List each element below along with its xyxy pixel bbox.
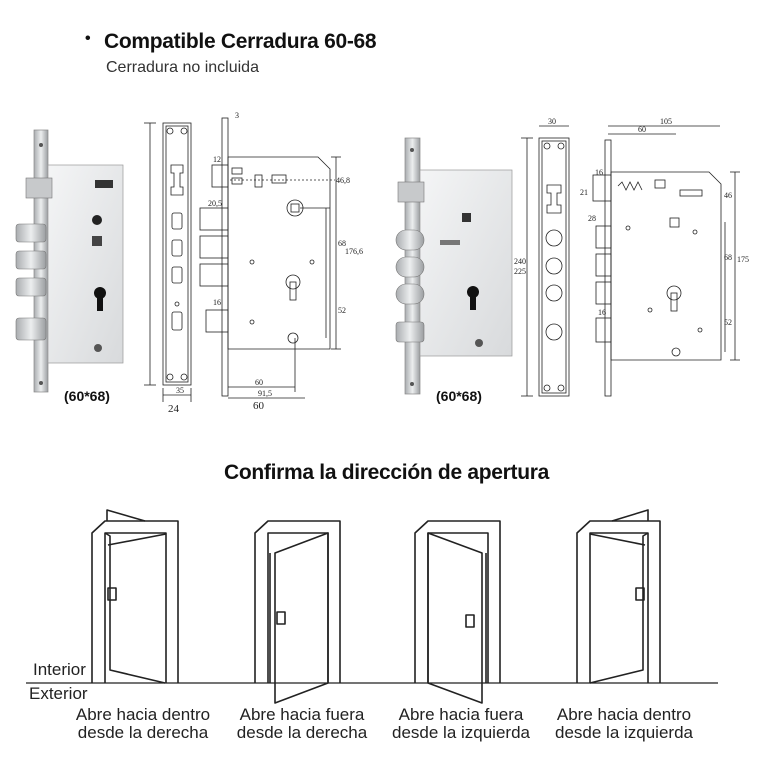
lock-2-body-drawing <box>592 125 740 397</box>
dim-label: 3 <box>235 111 239 120</box>
door-4-caption-line2: desde la izquierda <box>555 723 693 742</box>
interior-label: Interior <box>33 660 86 679</box>
dim-label: 91,5 <box>258 389 272 398</box>
lock-1-model-label: (60*68) <box>64 388 110 404</box>
page-title: Compatible Cerradura 60-68 <box>104 30 377 53</box>
lock-2-model-label: (60*68) <box>436 388 482 404</box>
door-4-caption-line1: Abre hacia dentro <box>556 705 692 724</box>
dim-label: 16 <box>213 298 221 307</box>
page-subtitle: Cerradura no incluida <box>106 59 259 76</box>
door-3-caption-line2: desde la izquierda <box>392 723 530 742</box>
dim-label: 21 <box>580 188 588 197</box>
dim-label: 46 <box>724 191 732 200</box>
dim-label: 20,5 <box>208 199 222 208</box>
door-2-caption-line2: desde la derecha <box>236 723 368 742</box>
dim-label: 52 <box>338 306 346 315</box>
lock-1-faceplate-drawing <box>144 122 192 402</box>
dim-label: 52 <box>724 318 732 327</box>
lock-2-photo <box>395 137 513 395</box>
dim-label: 46,8 <box>336 176 350 185</box>
section-title: Confirma la dirección de apertura <box>223 461 550 484</box>
dim-label: 28 <box>588 214 596 223</box>
dim-label: 12 <box>213 155 221 164</box>
dim-label: 30 <box>548 117 556 126</box>
dim-label: 60 <box>253 400 265 412</box>
door-1-caption-line2: desde la derecha <box>77 723 209 742</box>
dim-label: 60 <box>255 378 263 387</box>
door-3-caption: Abre hacia fuera desde la izquierda <box>371 706 551 742</box>
door-2-caption: Abre hacia fuera desde la derecha <box>212 706 392 742</box>
dim-label: 60 <box>638 125 646 134</box>
door-4-caption: Abre hacia dentro desde la izquierda <box>534 706 714 742</box>
lock-2-dimensions: 30 105 60 21 16 46 28 68 175 52 16 240 2… <box>514 117 749 327</box>
door-2-caption-line1: Abre hacia fuera <box>239 705 365 724</box>
bullet-icon: • <box>85 30 91 47</box>
dim-label: 105 <box>660 117 672 126</box>
door-1-caption-line1: Abre hacia dentro <box>75 705 211 724</box>
lock-1-body-drawing <box>199 117 341 399</box>
door-1-diagram <box>91 509 179 684</box>
door-3-diagram <box>414 520 501 704</box>
dim-label: 176,6 <box>345 247 363 256</box>
dim-label: 225 <box>514 267 526 276</box>
dim-label: 68 <box>724 253 732 262</box>
lock-2-faceplate-drawing <box>521 125 570 397</box>
dim-label: 16 <box>595 168 603 177</box>
door-1-caption: Abre hacia dentro desde la derecha <box>53 706 233 742</box>
door-3-caption-line1: Abre hacia fuera <box>398 705 524 724</box>
dim-label: 240 <box>514 257 526 266</box>
dim-label: 16 <box>598 308 606 317</box>
dim-label: 175 <box>737 255 749 264</box>
door-2-diagram <box>254 520 341 704</box>
dim-label: 24 <box>168 403 180 415</box>
dim-label: 68 <box>338 239 346 248</box>
dim-label: 35 <box>176 386 184 395</box>
lock-1-dimensions: 3 12 46,8 20,5 68 176,6 16 52 60 91,5 60… <box>168 111 363 415</box>
door-diagrams <box>26 509 718 704</box>
door-4-diagram <box>576 509 661 684</box>
lock-1-photo <box>15 129 124 393</box>
exterior-label: Exterior <box>29 684 88 703</box>
